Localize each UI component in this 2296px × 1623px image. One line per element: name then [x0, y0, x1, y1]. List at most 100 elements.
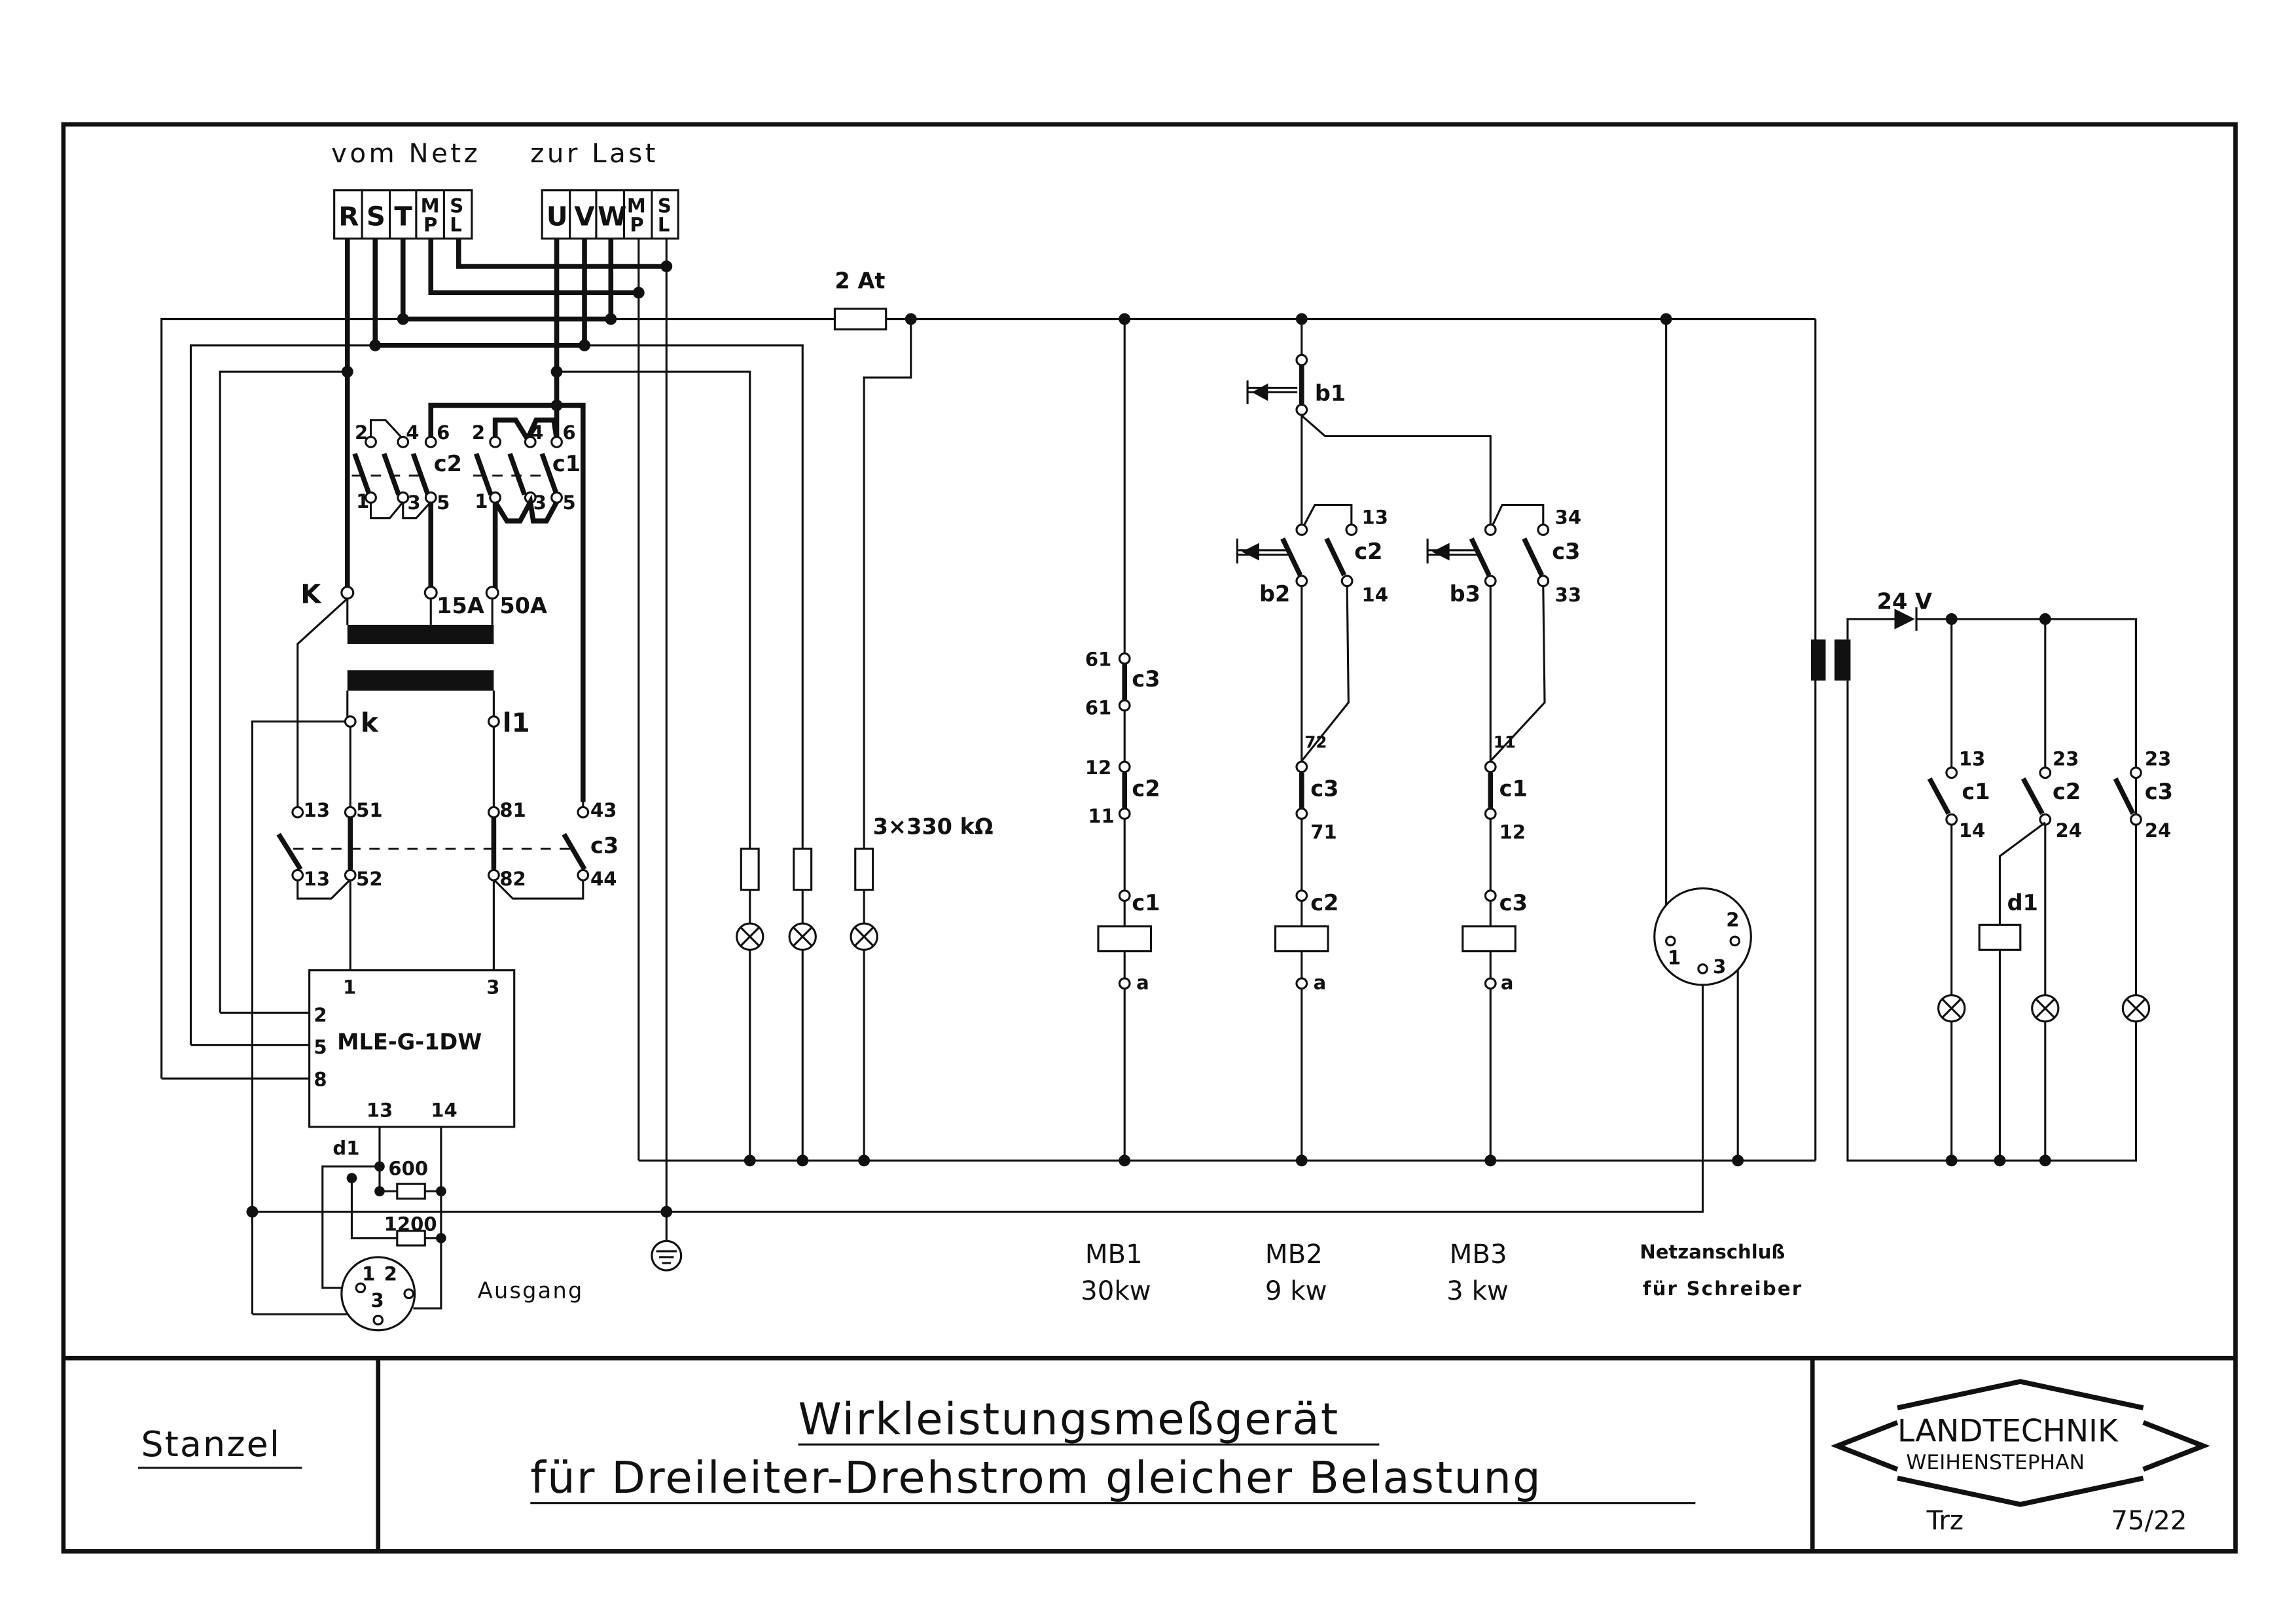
sig-c2-out: 24 [2055, 819, 2081, 842]
mb1-power: 30kw [1081, 1276, 1151, 1306]
aux-pin-44: 44 [590, 868, 617, 890]
sig-c1-label: c1 [1962, 779, 1990, 804]
lamp-icon [788, 922, 817, 951]
recorder-socket[interactable]: 1 2 3 [1653, 319, 1752, 1161]
lamp-icon [2031, 994, 2060, 1023]
mb2-pin-14: 14 [1361, 584, 1388, 606]
aux-contacts-c3: 13 13 51 52 81 82 43 44 c3 [251, 720, 619, 1212]
fuse-label: 2 At [834, 268, 885, 294]
transducer-pin-2: 2 [314, 1004, 327, 1026]
mb2-coil-label: c2 [1310, 890, 1338, 916]
mb1-pin-61b: 61 [1085, 696, 1111, 719]
sig-c1-in: 13 [1959, 748, 1985, 770]
recorder-label-line2: für Schreiber [1643, 1277, 1803, 1300]
mb2-power: 9 kw [1265, 1276, 1327, 1306]
transducer-pin-13: 13 [367, 1099, 393, 1121]
sig-c3-in: 23 [2145, 748, 2171, 770]
c1-pin-3: 3 [533, 491, 547, 514]
drawing-title-line2: für Dreileiter-Drehstrom gleicher Belast… [530, 1452, 1542, 1503]
logo-line1: LANDTECHNIK [1897, 1414, 2119, 1450]
c2-main-label: c2 [434, 451, 462, 476]
c2-pin-4: 4 [406, 421, 419, 444]
terminal-SL-bottom: L [450, 213, 462, 236]
mb1-c3-label: c3 [1132, 666, 1160, 692]
ct-l1-label: l1 [503, 708, 530, 738]
c1-pin-5: 5 [563, 491, 576, 514]
mb1-c2-label: c2 [1132, 776, 1160, 802]
mb2-pin-71: 71 [1310, 821, 1336, 843]
terminal-strips: vom Netz zur Last R S T M P S L U V W M … [331, 139, 679, 240]
pushbutton-b3-icon [1426, 538, 1479, 563]
transducer-pin-8: 8 [314, 1068, 327, 1090]
c1-pin-1: 1 [475, 490, 488, 512]
aux-c3-label: c3 [590, 833, 619, 859]
ct-15A-label: 15A [437, 593, 484, 618]
mb1-a-label: a [1136, 972, 1149, 994]
sig-c3-out: 24 [2145, 819, 2171, 842]
supply-wiring [160, 238, 1817, 1315]
voltage-label: 24 V [1877, 588, 1932, 614]
phase-indicator-lamps: 3×330 kΩ [736, 814, 994, 1161]
aux-pin-52: 52 [356, 868, 382, 890]
current-transformer: K 15A 50A k l1 [296, 579, 547, 808]
drawn-by: Trz [1926, 1506, 1964, 1536]
drawing-number: 75/22 [2111, 1506, 2187, 1536]
socket-pin-2: 2 [384, 1263, 397, 1285]
mb3-coil-label: c3 [1499, 890, 1528, 916]
mb1-pin-12: 12 [1085, 757, 1111, 779]
aux-pin-43: 43 [590, 799, 617, 821]
mb3-c1-label: c1 [1499, 776, 1528, 802]
mb3-c3-label: c3 [1552, 539, 1580, 564]
resistor-label: 3×330 kΩ [873, 814, 994, 840]
mb3-power: 3 kw [1446, 1276, 1509, 1306]
d1-label: d1 [332, 1137, 359, 1159]
landtechnik-logo: LANDTECHNIK WEIHENSTEPHAN [1830, 1379, 2210, 1507]
resistor-1200-label: 1200 [384, 1213, 437, 1236]
terminal-MP-top: M [421, 194, 440, 217]
main-contactors: 2 4 6 1 3 5 c2 2 4 6 1 3 5 c1 [351, 402, 586, 802]
c1-pin-6: 6 [563, 421, 576, 444]
transducer-pin-14: 14 [431, 1099, 457, 1121]
drawing-frame [61, 122, 2238, 1554]
mb3-pin-11: 11 [1494, 733, 1516, 752]
socket-pin-1: 1 [362, 1263, 375, 1285]
lamp-icon [2121, 994, 2151, 1023]
mb2-column: b1 13 b2 c2 14 72 c3 71 c2 a MB2 9 kw [1236, 319, 1492, 1306]
output-socket[interactable]: 1 2 3 [340, 1256, 416, 1332]
mb1-column: 61 c3 61 12 c2 11 c1 a MB1 30kw [1081, 319, 1160, 1306]
mb3-pin-34: 34 [1555, 507, 1581, 529]
ground-icon [651, 1211, 683, 1272]
mb1-name: MB1 [1085, 1240, 1143, 1270]
aux-pin-82: 82 [499, 868, 526, 890]
terminal-MP-load-bottom: P [630, 213, 643, 236]
c1-main-label: c1 [552, 451, 581, 476]
terminal-S: S [367, 202, 386, 232]
transducer-pin-1: 1 [343, 976, 356, 998]
resistor-600-label: 600 [388, 1158, 428, 1180]
drawing-title-line1: Wirkleistungsmeßgerät [798, 1394, 1340, 1445]
c1-pin-2: 2 [472, 421, 485, 444]
sig-d1-label: d1 [2007, 890, 2038, 916]
transducer-name: MLE-G-1DW [337, 1029, 482, 1054]
output-circuit: d1 600 1200 1 2 3 Ausgang [252, 1126, 683, 1332]
mb3-pin-33: 33 [1555, 584, 1581, 606]
mb3-a-label: a [1501, 972, 1514, 994]
terminal-SL-top: S [450, 194, 463, 217]
author: Stanzel [141, 1423, 281, 1465]
terminal-MP-bottom: P [423, 213, 437, 236]
logo-line2: WEIHENSTEPHAN [1906, 1451, 2085, 1474]
mb2-pin-13: 13 [1361, 507, 1388, 529]
mb3-b3-label: b3 [1450, 581, 1480, 607]
aux-pin-51: 51 [356, 799, 382, 821]
aux-pin-81: 81 [499, 799, 526, 821]
lamp-icon [850, 922, 878, 951]
mb2-b2-label: b2 [1259, 581, 1290, 607]
sig-c3-label: c3 [2145, 779, 2173, 804]
mb2-name: MB2 [1265, 1240, 1323, 1270]
mb2-pin-72: 72 [1304, 733, 1327, 752]
signal-circuit: 24 V 13 c1 14 d1 23 c2 24 23 c3 24 [1811, 588, 2173, 1167]
mb3-name: MB3 [1450, 1240, 1507, 1270]
supply-heading: vom Netz [331, 139, 480, 169]
recorder-pin-2: 2 [1726, 909, 1739, 931]
c2-pin-2: 2 [355, 421, 368, 444]
